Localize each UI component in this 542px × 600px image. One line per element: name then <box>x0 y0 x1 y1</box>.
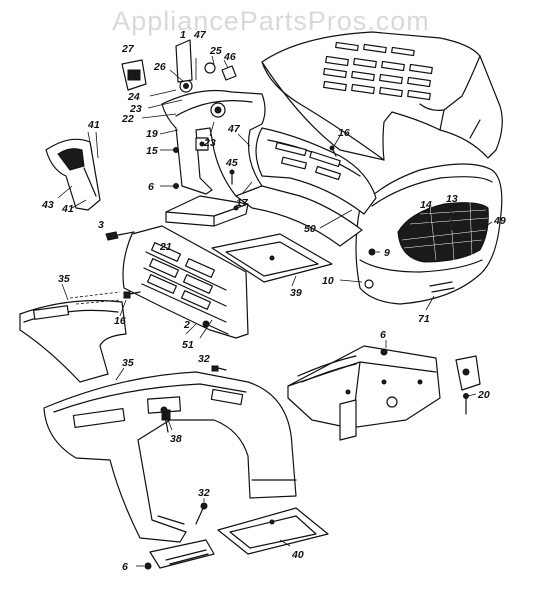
callout-6a: 6 <box>148 181 154 193</box>
hood-vents <box>323 41 433 101</box>
callout-16a: 16 <box>338 127 350 139</box>
bolt-6c <box>173 183 179 189</box>
callout-49: 49 <box>493 215 506 227</box>
callout-50: 50 <box>304 223 316 235</box>
bolt-32b <box>195 502 208 525</box>
watermark-text: AppliancePartsPros.com <box>112 6 430 36</box>
callout-26: 26 <box>153 61 166 73</box>
bolt-16a <box>123 291 141 299</box>
bolt-32a <box>211 365 227 372</box>
callout-13: 13 <box>446 193 458 205</box>
callout-35a: 35 <box>58 273 70 285</box>
hood-part <box>261 31 503 161</box>
front-plate-51-part <box>122 225 249 339</box>
callout-32a: 32 <box>198 353 210 365</box>
callout-16b: 16 <box>114 315 126 327</box>
callout-6b: 6 <box>380 329 386 341</box>
leader-lines <box>57 55 493 567</box>
callout-3: 3 <box>98 219 104 231</box>
bolt-16b <box>329 145 337 157</box>
callout-6c: 6 <box>122 561 128 573</box>
callout-35b: 35 <box>122 357 134 369</box>
nose-grille-part <box>355 163 503 305</box>
callout-23b: 23 <box>203 137 216 149</box>
nut-6a <box>144 562 152 570</box>
fender-35-small-part <box>19 291 127 383</box>
callout-23a: 23 <box>129 103 142 115</box>
floor-plate-39-part <box>211 233 333 283</box>
callout-27: 27 <box>121 43 135 55</box>
callout-41b: 41 <box>61 203 74 215</box>
callout-labels: 27 1 47 46 25 26 24 23 22 23 19 15 6 47 … <box>41 29 506 573</box>
bracket-41-part <box>45 138 101 211</box>
floor-plate-40-part <box>217 507 329 555</box>
callout-41a: 41 <box>87 119 100 131</box>
callout-46: 46 <box>223 51 236 63</box>
callout-20: 20 <box>477 389 490 401</box>
bolt-45 <box>229 169 235 185</box>
callout-15: 15 <box>146 145 158 157</box>
callout-14: 14 <box>420 199 432 211</box>
callout-17: 17 <box>236 197 249 209</box>
callout-39: 39 <box>290 287 302 299</box>
callout-2: 2 <box>183 319 190 331</box>
bolt-38 <box>160 406 169 433</box>
nut-6b <box>380 348 388 356</box>
callout-38: 38 <box>170 433 182 445</box>
callout-45: 45 <box>225 157 238 169</box>
bolt-15 <box>173 147 179 153</box>
callout-51: 51 <box>182 339 194 351</box>
frame-support-part <box>287 345 481 441</box>
bolts-group <box>105 145 469 570</box>
dash-panel-part <box>161 89 266 197</box>
step-plate-part <box>149 539 215 569</box>
bolt-9 <box>368 248 376 256</box>
callout-25: 25 <box>209 45 222 57</box>
callout-9: 9 <box>384 247 390 259</box>
callout-43: 43 <box>41 199 54 211</box>
bracket-21-part <box>165 195 249 227</box>
callout-1: 1 <box>180 29 186 41</box>
switch-26-part <box>175 39 237 93</box>
grille-mesh <box>397 202 489 263</box>
callout-47b: 47 <box>227 123 241 135</box>
side-skirt-part <box>235 127 377 247</box>
callout-71: 71 <box>418 313 430 325</box>
bolt-20 <box>463 393 469 415</box>
fender-35-large-part <box>43 371 297 543</box>
callout-10: 10 <box>322 275 334 287</box>
callout-40: 40 <box>291 549 304 561</box>
callout-19: 19 <box>146 128 158 140</box>
callout-47a: 47 <box>193 29 207 41</box>
light-lens-27-part <box>121 59 147 91</box>
bolt-3 <box>105 231 135 241</box>
callout-21: 21 <box>159 241 172 253</box>
callout-22: 22 <box>121 113 134 125</box>
callout-32b: 32 <box>198 487 210 499</box>
callout-24: 24 <box>127 91 140 103</box>
